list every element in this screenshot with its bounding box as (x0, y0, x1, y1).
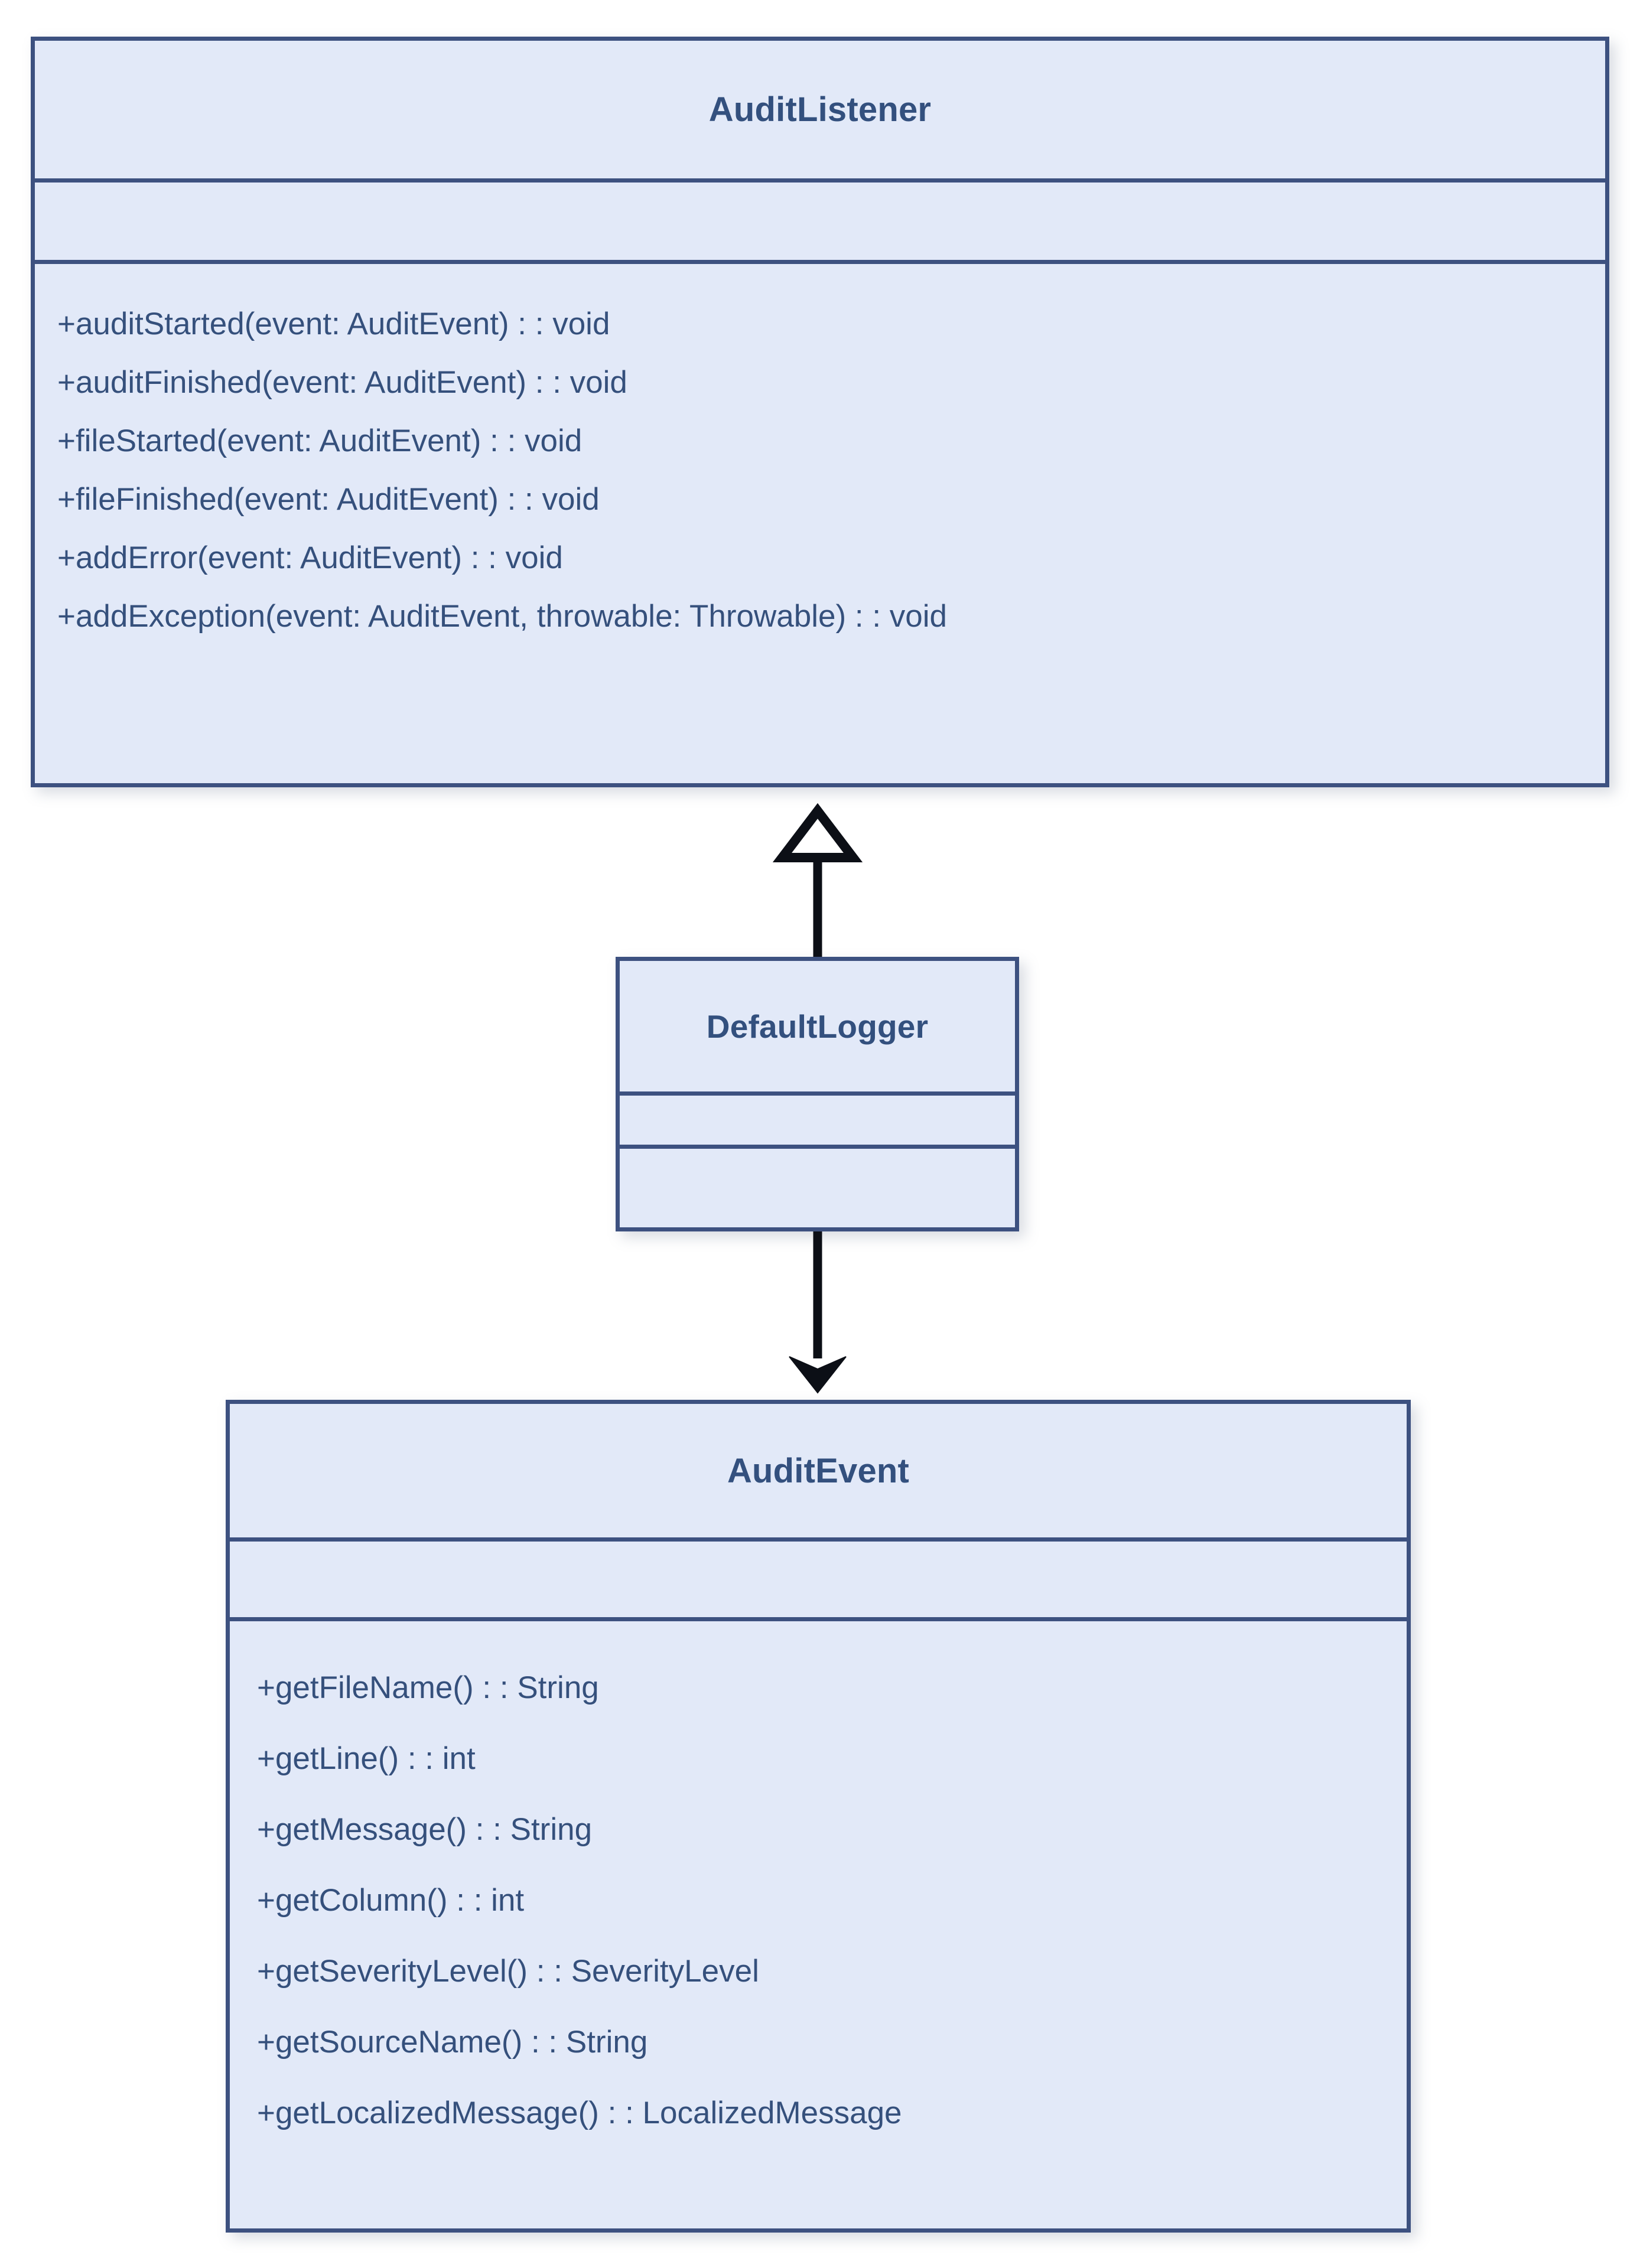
class-operation: +getMessage() : : String (257, 1811, 593, 1847)
generalization-arrow-defaultlogger-to-auditlistener (772, 803, 863, 957)
class-title-auditevent: AuditEvent (727, 1451, 910, 1490)
association-arrow-defaultlogger-to-auditevent (789, 1231, 847, 1394)
class-attributes-compartment-auditevent (230, 1542, 1407, 1621)
class-box-auditevent[interactable]: AuditEvent +getFileName() : : String +ge… (226, 1400, 1411, 2233)
solid-arrowhead-icon (789, 1356, 847, 1394)
class-operations-compartment-defaultlogger (620, 1149, 1015, 1227)
class-title-defaultlogger: DefaultLogger (706, 1008, 929, 1045)
class-operation: +addError(event: AuditEvent) : : void (57, 540, 563, 575)
class-operation: +getLocalizedMessage() : : LocalizedMess… (257, 2095, 902, 2130)
class-operation: +fileStarted(event: AuditEvent) : : void (57, 423, 583, 458)
hollow-triangle-arrowhead-icon (772, 803, 863, 862)
class-name-compartment-auditevent: AuditEvent (230, 1404, 1407, 1542)
class-title-auditlistener: AuditListener (708, 90, 932, 129)
class-operations-compartment-auditlistener: +auditStarted(event: AuditEvent) : : voi… (35, 264, 1605, 783)
class-operation: +auditStarted(event: AuditEvent) : : voi… (57, 307, 610, 341)
class-attributes-compartment-auditlistener (35, 183, 1605, 264)
class-operation: +getLine() : : int (257, 1741, 476, 1776)
class-operation: +fileFinished(event: AuditEvent) : : voi… (57, 482, 600, 517)
class-name-compartment-auditlistener: AuditListener (35, 41, 1605, 183)
class-operations-compartment-auditevent: +getFileName() : : String +getLine() : :… (230, 1621, 1407, 2228)
class-operation: +getFileName() : : String (257, 1670, 599, 1705)
class-operation: +getSourceName() : : String (257, 2024, 648, 2060)
class-operation: +getColumn() : : int (257, 1882, 525, 1918)
class-operation: +getSeverityLevel() : : SeverityLevel (257, 1953, 759, 1989)
class-name-compartment-defaultlogger: DefaultLogger (620, 961, 1015, 1096)
class-box-auditlistener[interactable]: AuditListener +auditStarted(event: Audit… (31, 37, 1609, 787)
class-box-defaultlogger[interactable]: DefaultLogger (616, 957, 1019, 1231)
class-operation: +addException(event: AuditEvent, throwab… (57, 599, 947, 634)
class-operation: +auditFinished(event: AuditEvent) : : vo… (57, 365, 627, 400)
class-attributes-compartment-defaultlogger (620, 1096, 1015, 1149)
